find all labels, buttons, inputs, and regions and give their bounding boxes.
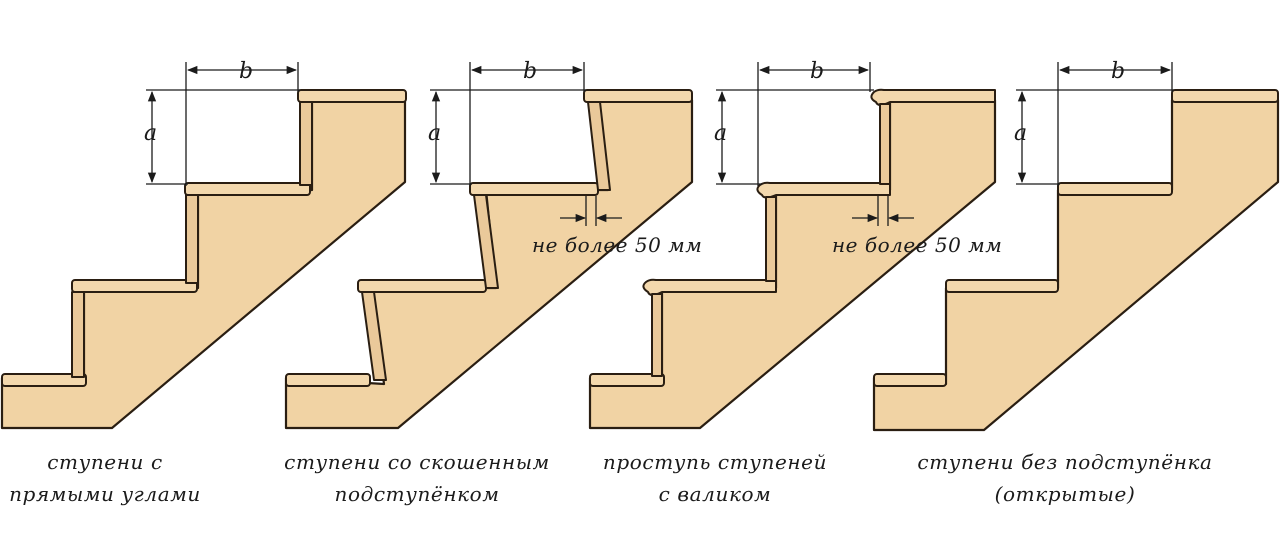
tread: [1171, 89, 1279, 103]
panel-straight-steps: [0, 89, 407, 430]
overhang-note: не более 50 мм: [532, 233, 702, 257]
dim-a-label: a: [1014, 121, 1027, 146]
tread: [589, 373, 665, 387]
tread: [583, 89, 693, 103]
caption-line: ступени со скошенным: [284, 450, 550, 474]
tread: [357, 279, 487, 293]
dim-b-label: b: [1111, 59, 1125, 84]
dimension-lines-4: [1016, 62, 1174, 186]
dim-a-label: a: [144, 121, 157, 146]
tread: [184, 182, 311, 196]
caption-panel-2: ступени со скошенным подступёнком: [272, 446, 562, 510]
caption-line: с валиком: [658, 482, 772, 506]
caption-line: ступени без подступёнка: [917, 450, 1213, 474]
riser: [71, 291, 85, 378]
riser: [765, 196, 777, 282]
tread: [469, 182, 599, 196]
caption-line: прямыми углами: [9, 482, 201, 506]
dim-b-label: b: [523, 59, 537, 84]
riser: [361, 291, 387, 381]
caption-line: (открытые): [994, 482, 1136, 506]
panel-slanted-risers: [284, 89, 694, 430]
tread: [297, 89, 407, 103]
caption-line: ступени с: [47, 450, 163, 474]
riser: [879, 103, 891, 185]
riser: [587, 101, 611, 191]
caption-panel-1: ступени с прямыми углами: [0, 446, 210, 510]
dimension-lines-2: [430, 62, 622, 226]
caption-panel-3: проступь ступеней с валиком: [590, 446, 840, 510]
tread-rounded: [756, 181, 891, 199]
dim-a-label: a: [428, 121, 441, 146]
panel-rounded-nosing: [588, 88, 997, 430]
panel-open-steps: [872, 89, 1280, 432]
dimension-lines-1: [146, 62, 300, 186]
riser: [299, 101, 313, 186]
tread: [1, 373, 87, 387]
dim-b-label: b: [810, 59, 824, 84]
riser: [473, 194, 499, 289]
caption-line: проступь ступеней: [602, 450, 828, 474]
stringer: [872, 98, 1280, 432]
dim-a-label: a: [714, 121, 727, 146]
caption-panel-4: ступени без подступёнка (открытые): [900, 446, 1230, 510]
riser: [651, 293, 663, 377]
tread: [71, 279, 198, 293]
tread: [945, 279, 1059, 293]
tread-rounded: [870, 88, 996, 106]
tread: [873, 373, 947, 387]
overhang-note: не более 50 мм: [832, 233, 1002, 257]
dimension-lines-3: [716, 62, 914, 226]
tread: [285, 373, 371, 387]
dim-b-label: b: [239, 59, 253, 84]
tread-rounded: [642, 278, 777, 296]
riser: [185, 194, 199, 284]
tread: [1057, 182, 1173, 196]
caption-line: подступёнком: [334, 482, 500, 506]
